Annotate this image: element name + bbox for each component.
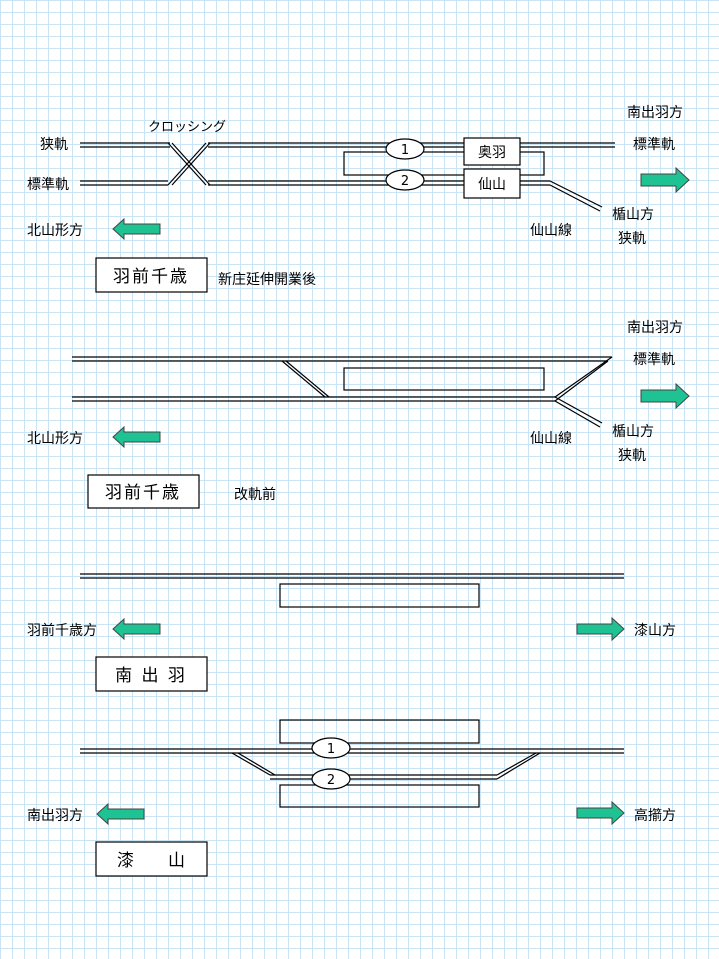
d3-left-arrow-icon xyxy=(112,617,161,641)
d1-caption: 新庄延伸開業後 xyxy=(218,271,316,288)
d1-crossing-label: クロッシング xyxy=(148,120,226,135)
d2-station-box xyxy=(87,474,200,509)
d2-tateyama-gauge: 狭軌 xyxy=(618,448,646,464)
d1-narrow-gauge-label: 狭軌 xyxy=(40,137,68,153)
d1-tateyama-gauge: 狭軌 xyxy=(618,231,646,247)
d1-right-arrow-icon xyxy=(640,166,690,194)
d2-station-name: 羽前千歳 xyxy=(105,483,181,503)
d4-track-1-marker xyxy=(311,737,351,759)
d2-senzan-line: 仙山線 xyxy=(530,431,572,447)
d1-kitayamagata-dir: 北山形方 xyxy=(27,223,83,239)
d3-right-dest: 漆山方 xyxy=(634,623,676,639)
d3-station-name: 南 出 羽 xyxy=(115,666,187,686)
d4-track-1-number: 1 xyxy=(327,742,335,757)
d2-caption: 改軌前 xyxy=(234,486,276,503)
d1-track-2-marker xyxy=(385,169,425,191)
d3-tracks xyxy=(80,573,624,608)
d4-right-arrow-icon xyxy=(576,800,625,826)
d1-tracks xyxy=(80,142,615,212)
d1-platform-lower xyxy=(463,168,521,199)
d1-standard-gauge-label: 標準軌 xyxy=(27,177,69,193)
d4-right-dest: 高擶方 xyxy=(634,807,676,824)
d2-standard-gauge-right: 標準軌 xyxy=(633,352,675,368)
d4-station-box xyxy=(95,841,208,877)
d1-senzan-line: 仙山線 xyxy=(530,223,572,239)
d4-left-arrow-icon xyxy=(96,802,145,826)
d3-station-box xyxy=(95,656,208,692)
d2-tateyama-dir: 楯山方 xyxy=(612,424,654,440)
d3-right-arrow-icon xyxy=(576,616,625,642)
d2-tracks xyxy=(72,356,613,428)
d2-north-dest: 南出羽方 xyxy=(627,320,683,336)
d1-station-box xyxy=(95,257,208,293)
d1-left-arrow-icon xyxy=(112,217,161,241)
d1-platform-upper-label: 奥羽 xyxy=(478,144,506,161)
d1-station-name: 羽前千歳 xyxy=(113,267,189,287)
d3-left-dest: 羽前千歳方 xyxy=(27,622,97,639)
d2-left-arrow-icon xyxy=(112,425,161,449)
d4-track-2-marker xyxy=(311,768,351,790)
d4-left-dest: 南出羽方 xyxy=(27,808,83,824)
d4-tracks xyxy=(80,719,624,808)
d1-track-1-marker xyxy=(385,138,425,160)
d1-standard-gauge-right: 標準軌 xyxy=(633,137,675,153)
d1-platform-lower-label: 仙山 xyxy=(478,177,506,193)
d1-track-1-number: 1 xyxy=(401,143,409,158)
d1-platform-upper xyxy=(463,137,521,166)
d1-tateyama-dir: 楯山方 xyxy=(612,207,654,223)
d2-right-arrow-icon xyxy=(640,382,690,410)
d4-station-name: 漆 山 xyxy=(117,851,185,871)
d1-track-2-number: 2 xyxy=(401,174,409,189)
d1-north-dest: 南出羽方 xyxy=(627,105,683,121)
d2-kitayamagata-dir: 北山形方 xyxy=(27,431,83,447)
d4-track-2-number: 2 xyxy=(327,773,335,788)
